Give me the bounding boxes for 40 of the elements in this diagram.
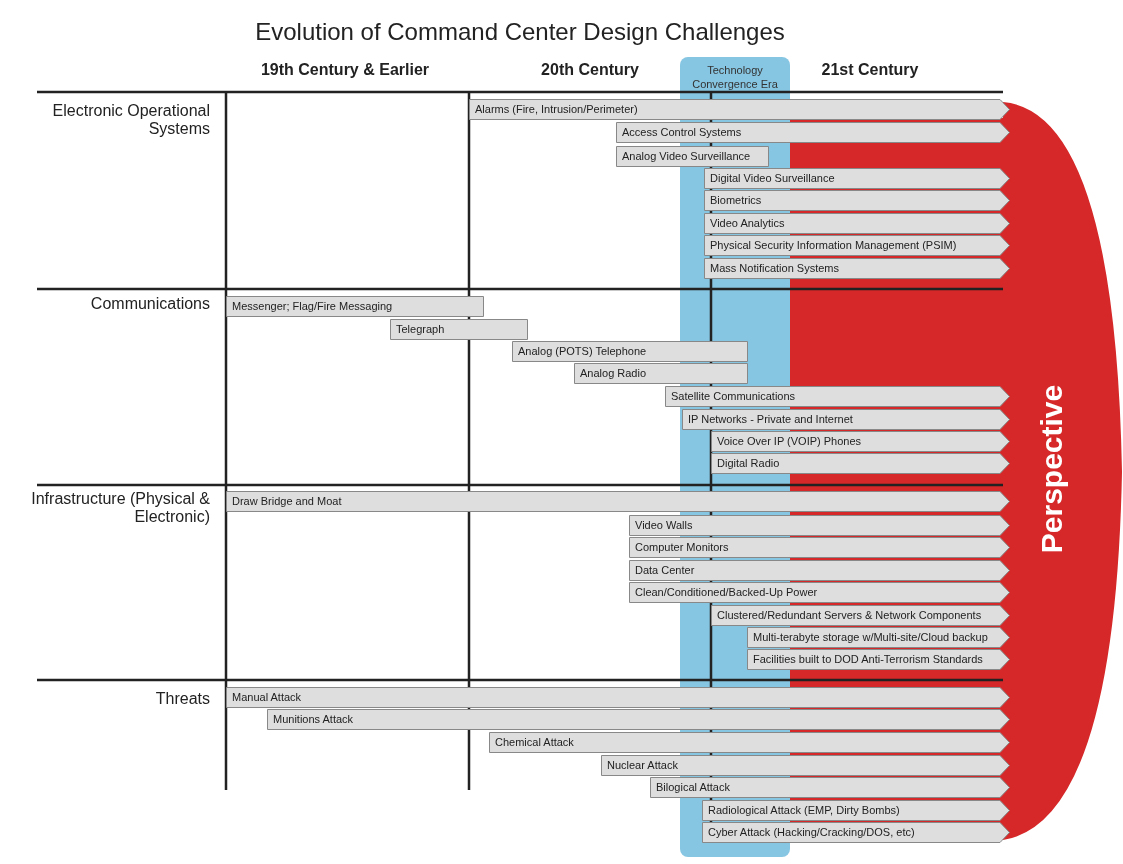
timeline-arrow-bar: Access Control Systems (616, 122, 1010, 143)
timeline-arrow-bar: Video Walls (629, 515, 1010, 536)
timeline-arrow-bar: Chemical Attack (489, 732, 1010, 753)
timeline-bar: Telegraph (390, 319, 528, 340)
timeline-arrow-bar: IP Networks - Private and Internet (682, 409, 1010, 430)
timeline-arrow-bar: Alarms (Fire, Intrusion/Perimeter) (469, 99, 1010, 120)
timeline-bar: Analog (POTS) Telephone (512, 341, 748, 362)
era-band: Technology Convergence Era (680, 57, 790, 92)
row-header: Communications (89, 295, 210, 313)
timeline-arrow-bar: Voice Over IP (VOIP) Phones (711, 431, 1010, 452)
row-header: Threats (154, 690, 210, 708)
timeline-arrow-bar: Clean/Conditioned/Backed-Up Power (629, 582, 1010, 603)
timeline-arrow-bar: Multi-terabyte storage w/Multi-site/Cloud backup (747, 627, 1010, 648)
timeline-arrow-bar: Digital Radio (711, 453, 1010, 474)
timeline-arrow-bar: Radiological Attack (EMP, Dirty Bombs) (702, 800, 1010, 821)
timeline-arrow-bar: Digital Video Surveillance (704, 168, 1010, 189)
timeline-bar: Messenger; Flag/Fire Messaging (226, 296, 484, 317)
timeline-arrow-bar: Physical Security Information Management (PSIM) (704, 235, 1010, 256)
timeline-arrow-bar: Data Center (629, 560, 1010, 581)
row-header: Infrastructure (Physical & Electronic) (30, 490, 210, 526)
timeline-bar: Analog Video Surveillance (616, 146, 769, 167)
timeline-arrow-bar: Manual Attack (226, 687, 1010, 708)
column-header: 20th Century (540, 61, 640, 79)
timeline-arrow-bar: Computer Monitors (629, 537, 1010, 558)
timeline-arrow-bar: Cyber Attack (Hacking/Cracking/DOS, etc) (702, 822, 1010, 843)
timeline-arrow-bar: Mass Notification Systems (704, 258, 1010, 279)
timeline-arrow-bar: Satellite Communications (665, 386, 1010, 407)
timeline-arrow-bar: Video Analytics (704, 213, 1010, 234)
row-header: Electronic Operational Systems (51, 102, 210, 138)
timeline-arrow-bar: Biometrics (704, 190, 1010, 211)
column-header: 21st Century (820, 61, 920, 79)
timeline-arrow-bar: Munitions Attack (267, 709, 1010, 730)
timeline-bar: Analog Radio (574, 363, 748, 384)
timeline-arrow-bar: Facilities built to DOD Anti-Terrorism Standards (747, 649, 1010, 670)
timeline-arrow-bar: Draw Bridge and Moat (226, 491, 1010, 512)
title: Evolution of Command Center Design Challenges (254, 18, 786, 46)
timeline-arrow-bar: Bilogical Attack (650, 777, 1010, 798)
timeline-arrow-bar: Nuclear Attack (601, 755, 1010, 776)
column-header: 19th Century & Earlier (259, 61, 431, 79)
timeline-arrow-bar: Clustered/Redundant Servers & Network Components (711, 605, 1010, 626)
